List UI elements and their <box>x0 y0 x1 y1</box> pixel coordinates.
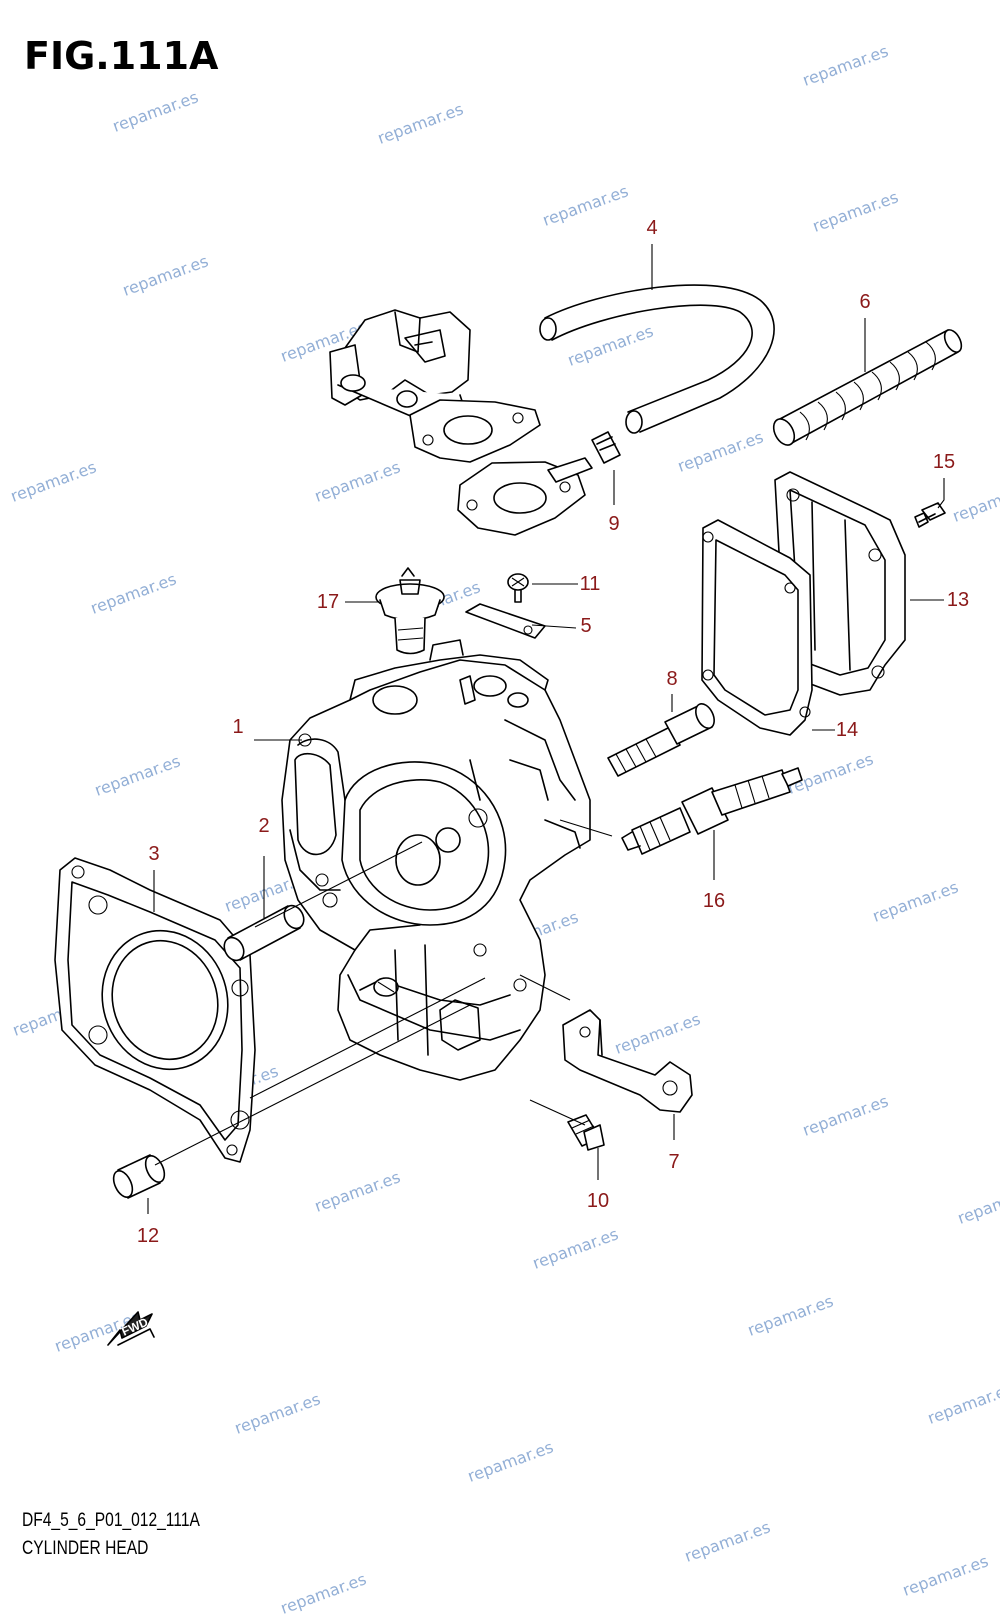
callout-11: 11 <box>580 573 601 595</box>
cover-gasket <box>701 519 813 736</box>
forward-direction-arrow: FWD <box>107 1311 155 1346</box>
callout-2: 2 <box>258 815 269 837</box>
callout-10: 10 <box>587 1190 609 1212</box>
callout-16: 16 <box>703 890 725 912</box>
spiral-protector <box>772 329 963 446</box>
callout-1: 1 <box>232 716 243 738</box>
spark-plug <box>621 767 803 855</box>
callout-17: 17 <box>317 591 339 613</box>
stud-bolt <box>607 703 715 777</box>
callout-15: 15 <box>933 451 955 473</box>
callout-13: 13 <box>947 589 969 611</box>
cylinder-head-gasket <box>54 857 256 1163</box>
bracket <box>562 1009 693 1113</box>
callout-6: 6 <box>859 291 870 313</box>
callout-4: 4 <box>646 217 657 239</box>
carburetor-assembly <box>329 309 541 463</box>
drawing-subtitle: CYLINDER HEAD <box>22 1538 149 1559</box>
carburetor-gasket <box>457 457 593 536</box>
callout-8: 8 <box>666 668 677 690</box>
callout-9: 9 <box>608 513 619 535</box>
hose-clip <box>591 431 621 464</box>
callout-7: 7 <box>668 1151 679 1173</box>
drawing-code: DF4_5_6_P01_012_111A <box>22 1510 200 1531</box>
fuel-hose <box>539 284 775 434</box>
dowel-pin-upper <box>223 904 305 962</box>
callout-5: 5 <box>580 615 591 637</box>
figure-title: FIG.111A <box>24 34 219 78</box>
callout-3: 3 <box>148 843 159 865</box>
callout-12: 12 <box>137 1225 159 1247</box>
thermostat <box>375 567 445 655</box>
callout-14: 14 <box>836 719 858 741</box>
cover-bolt <box>914 502 946 528</box>
alignment-lines <box>154 819 613 1166</box>
screw-and-plate <box>465 573 546 639</box>
bracket-bolt <box>567 1114 605 1151</box>
dowel-pin-lower <box>112 1154 166 1199</box>
cylinder-head <box>281 639 591 1081</box>
callout-leaders <box>147 244 945 1214</box>
